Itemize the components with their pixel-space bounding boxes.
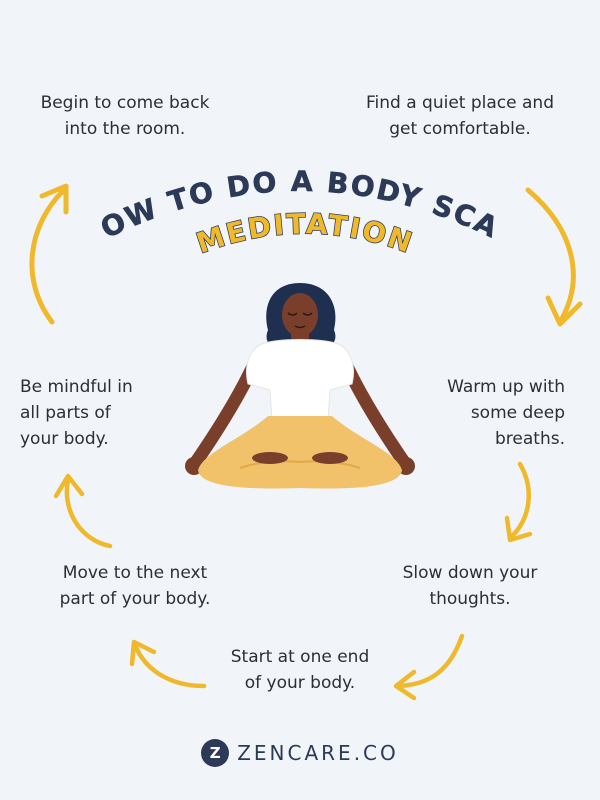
step-be-mindful: Be mindful in all parts of your body.	[20, 377, 133, 449]
step-find-quiet-place: Find a quiet place and get comfortable.	[366, 93, 554, 139]
arrowhead-icon	[545, 295, 583, 327]
curved-arrow-icon	[507, 461, 531, 541]
step-start-at-one-end: Start at one end of your body.	[230, 647, 370, 693]
curved-arrow-icon	[132, 642, 207, 689]
arrowhead-icon	[393, 669, 417, 701]
brand-name: ZENCARE.CO	[237, 741, 399, 765]
zencare-logo-icon: Z	[201, 739, 230, 767]
curved-arrow-icon	[525, 187, 576, 325]
arrowhead-icon	[39, 183, 69, 215]
step-warm-up: Warm up with some deep breaths.	[447, 377, 565, 449]
arrowhead-icon	[53, 473, 85, 499]
curved-arrow-icon	[29, 187, 67, 325]
curved-arrow-icon	[395, 633, 465, 689]
step-come-back: Begin to come back into the room.	[40, 93, 210, 139]
curved-arrow-icon	[64, 477, 113, 549]
arrowhead-icon	[129, 639, 157, 667]
step-move-to-next-part: Move to the next part of your body.	[59, 563, 211, 609]
step-slow-down: Slow down your thoughts.	[402, 563, 538, 609]
arrowhead-icon	[504, 515, 533, 543]
footer-brand: Z ZENCARE.CO	[0, 738, 600, 768]
